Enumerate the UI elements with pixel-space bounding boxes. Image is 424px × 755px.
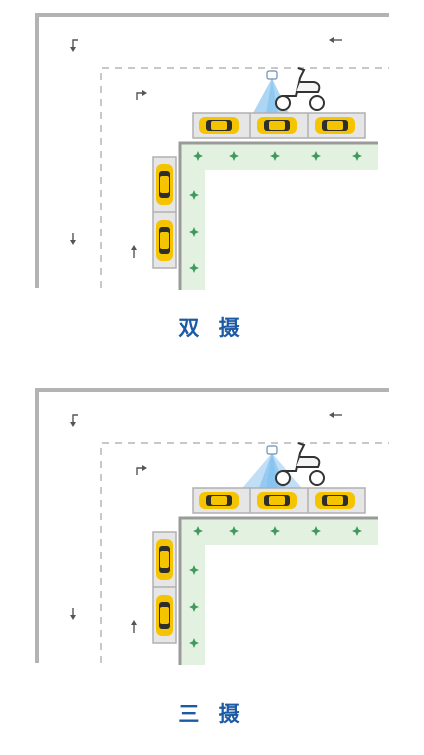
car-icon — [156, 164, 173, 261]
parking-lot-map — [35, 13, 389, 290]
diagram-triple-camera: 三 摄 — [0, 375, 424, 755]
car-icon — [199, 117, 355, 134]
diagram-dual-camera: 双 摄 — [0, 0, 424, 375]
diagram-caption: 双 摄 — [178, 316, 246, 340]
diagram-caption: 三 摄 — [178, 702, 246, 726]
curb — [178, 516, 378, 665]
green-strip-horizontal — [180, 518, 378, 545]
arrow-down-icon — [70, 608, 76, 620]
turn-down-icon — [70, 39, 78, 52]
outer-wall — [35, 13, 389, 288]
camera-icon — [266, 70, 278, 80]
plant-icon — [189, 526, 362, 648]
arrow-down-icon — [70, 233, 76, 245]
curb — [178, 141, 378, 290]
green-strip-vertical — [180, 518, 205, 665]
camera-icon — [266, 445, 278, 455]
plant-icon — [189, 151, 362, 273]
arrow-left-icon — [329, 412, 342, 418]
arrow-left-icon — [329, 37, 342, 43]
green-strip-vertical — [180, 143, 205, 290]
lane-divider — [100, 442, 389, 663]
car-icon — [156, 539, 173, 636]
turn-right-icon — [136, 90, 147, 100]
turn-right-icon — [136, 465, 147, 475]
green-strip-horizontal — [180, 143, 378, 170]
scooter-icon — [275, 442, 325, 486]
parking-lot-map — [35, 388, 389, 665]
arrow-up-icon — [131, 620, 137, 633]
scooter-icon — [275, 67, 325, 111]
lane-divider — [100, 67, 389, 288]
arrow-up-icon — [131, 245, 137, 258]
outer-wall — [35, 388, 389, 663]
turn-down-icon — [70, 414, 78, 427]
car-icon — [199, 492, 355, 509]
